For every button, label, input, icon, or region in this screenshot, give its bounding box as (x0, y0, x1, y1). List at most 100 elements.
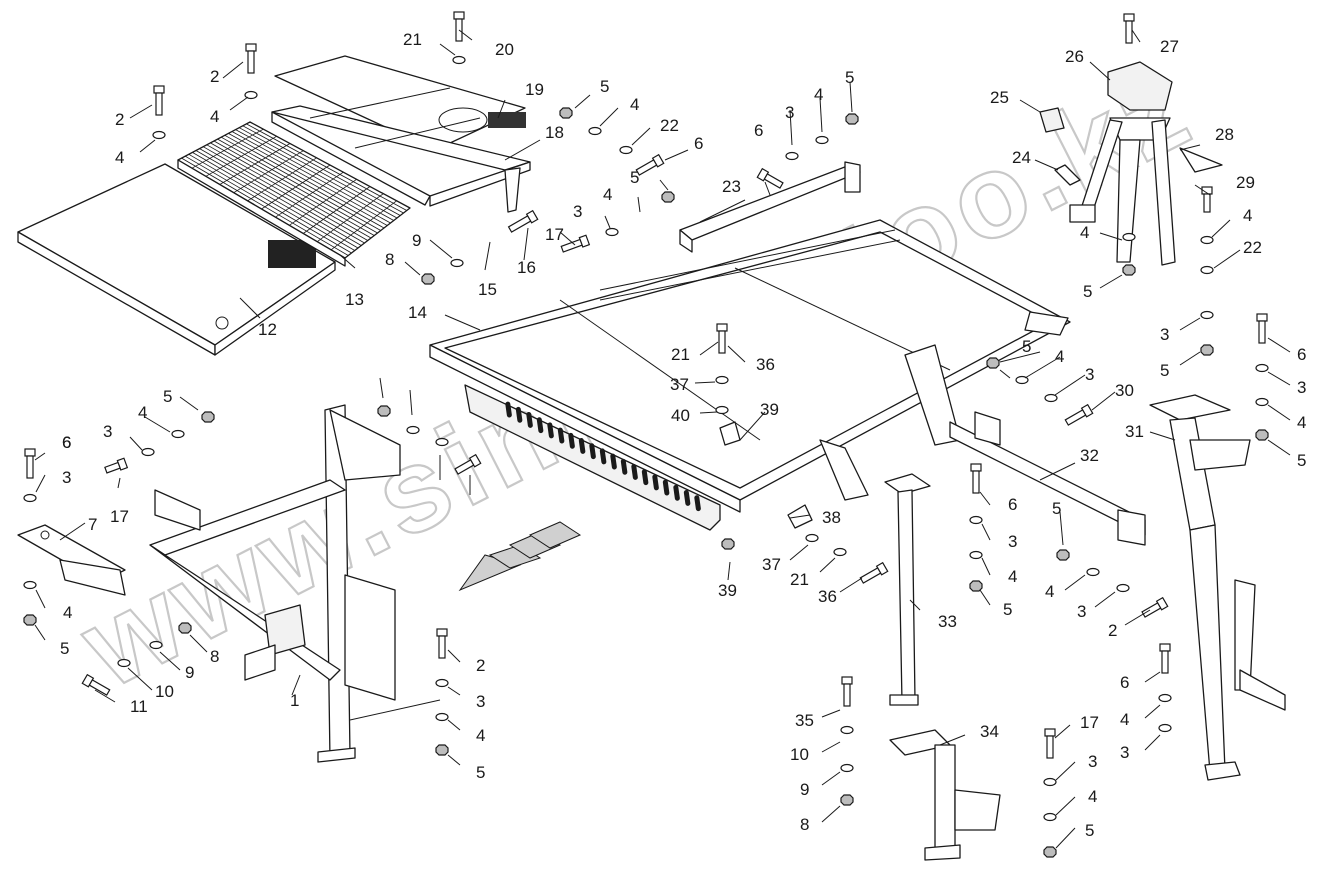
washer-icon (450, 258, 464, 268)
callout-label: 21 (671, 345, 690, 364)
vent-slot (683, 490, 691, 506)
washer-icon (1015, 375, 1029, 385)
callout-label: 9 (800, 780, 809, 799)
leader-line (1039, 462, 1076, 481)
callout-label: 12 (258, 320, 277, 339)
leader-line (222, 61, 244, 79)
callout-label: 22 (660, 116, 679, 135)
callout-label: 5 (1083, 282, 1092, 301)
callout-label: 37 (670, 375, 689, 394)
callout-label: 3 (1008, 532, 1017, 551)
direction-arrow (458, 521, 582, 592)
callout-label: 31 (1125, 422, 1144, 441)
callout-label: 33 (938, 612, 957, 631)
washer-icon (805, 533, 819, 543)
leader-line (979, 491, 991, 506)
callout-label: 6 (1008, 495, 1017, 514)
callout-label: 20 (495, 40, 514, 59)
callout-label: 4 (1080, 223, 1089, 242)
callout-label: 5 (845, 68, 854, 87)
callout-label: 5 (163, 387, 172, 406)
callout-label: 2 (476, 656, 485, 675)
leader-line (447, 719, 461, 731)
subframe-part-18 (271, 87, 531, 213)
leader-line (1099, 232, 1123, 241)
callout-label: 6 (62, 433, 71, 452)
washer-icon (969, 550, 983, 560)
bolt-icon (454, 453, 482, 475)
callout-label: 22 (1243, 238, 1262, 257)
leader-line (444, 314, 481, 331)
bolt-icon (716, 323, 728, 354)
callout-label: 4 (1045, 582, 1054, 601)
callout-label: 4 (115, 148, 124, 167)
leader-line (789, 514, 811, 519)
callout-label: 5 (1160, 361, 1169, 380)
callout-label: 21 (403, 30, 422, 49)
callout-label: 4 (1243, 206, 1252, 225)
callout-label: 17 (545, 225, 564, 244)
washer-icon (1255, 397, 1269, 407)
leader-line (1024, 356, 1061, 379)
callout-label: 5 (1022, 337, 1031, 356)
callout-label: 16 (517, 258, 536, 277)
callout-label: 14 (408, 303, 427, 322)
leader-line (849, 81, 853, 113)
leader-line (429, 239, 453, 259)
callout-label: 4 (814, 85, 823, 104)
washer-icon (1043, 812, 1057, 822)
callout-label: 26 (1065, 47, 1084, 66)
main-frame-part-14 (429, 219, 1071, 531)
bolt-icon (756, 167, 784, 189)
leader-line (981, 523, 991, 541)
bolt-icon (436, 628, 448, 659)
block-part-25 (1039, 107, 1065, 133)
leader-line (1267, 404, 1291, 421)
callout-label: 4 (1297, 413, 1306, 432)
washer-icon (840, 763, 854, 773)
leader-line (129, 436, 143, 451)
bolt-icon (1044, 728, 1056, 759)
leader-line (819, 97, 823, 133)
callout-label: 3 (1160, 325, 1169, 344)
leader-line (179, 396, 199, 411)
bolt-icon (153, 85, 165, 116)
callout-label: 24 (1012, 148, 1031, 167)
leader-line (1179, 144, 1201, 151)
leader-line (727, 345, 746, 363)
leader-line (1055, 761, 1076, 781)
callout-label: 5 (60, 639, 69, 658)
leader-line (504, 139, 541, 161)
leader-line (1019, 99, 1041, 113)
bolt-icon (453, 11, 465, 42)
washer-icon (833, 547, 847, 557)
washer-icon (588, 126, 602, 136)
leader-line (1267, 439, 1291, 456)
callout-label: 4 (603, 185, 612, 204)
leader-line (821, 805, 841, 823)
callout-label: 3 (1088, 752, 1097, 771)
callout-label: 8 (800, 815, 809, 834)
callout-label: 6 (1120, 673, 1129, 692)
leader-line (1144, 734, 1161, 751)
callout-label: 28 (1215, 125, 1234, 144)
callout-label: 2 (1108, 621, 1117, 640)
bolt-icon (970, 463, 982, 494)
washer-icon (406, 425, 420, 435)
leader-line (447, 686, 461, 696)
leader-line (664, 149, 689, 161)
callout-label: 39 (760, 400, 779, 419)
washer-icon (1255, 363, 1269, 373)
leader-line (1267, 371, 1291, 386)
vent-slot (526, 412, 533, 428)
leader-line (604, 215, 611, 229)
leader-line (839, 577, 863, 593)
callout-label: 36 (756, 355, 775, 374)
callout-label: 5 (600, 77, 609, 96)
washer-icon (244, 90, 258, 100)
washer-icon (435, 678, 449, 688)
leader-line (1131, 29, 1141, 43)
leader-line (458, 29, 473, 41)
washer-icon (152, 130, 166, 140)
callout-label: 40 (671, 406, 690, 425)
